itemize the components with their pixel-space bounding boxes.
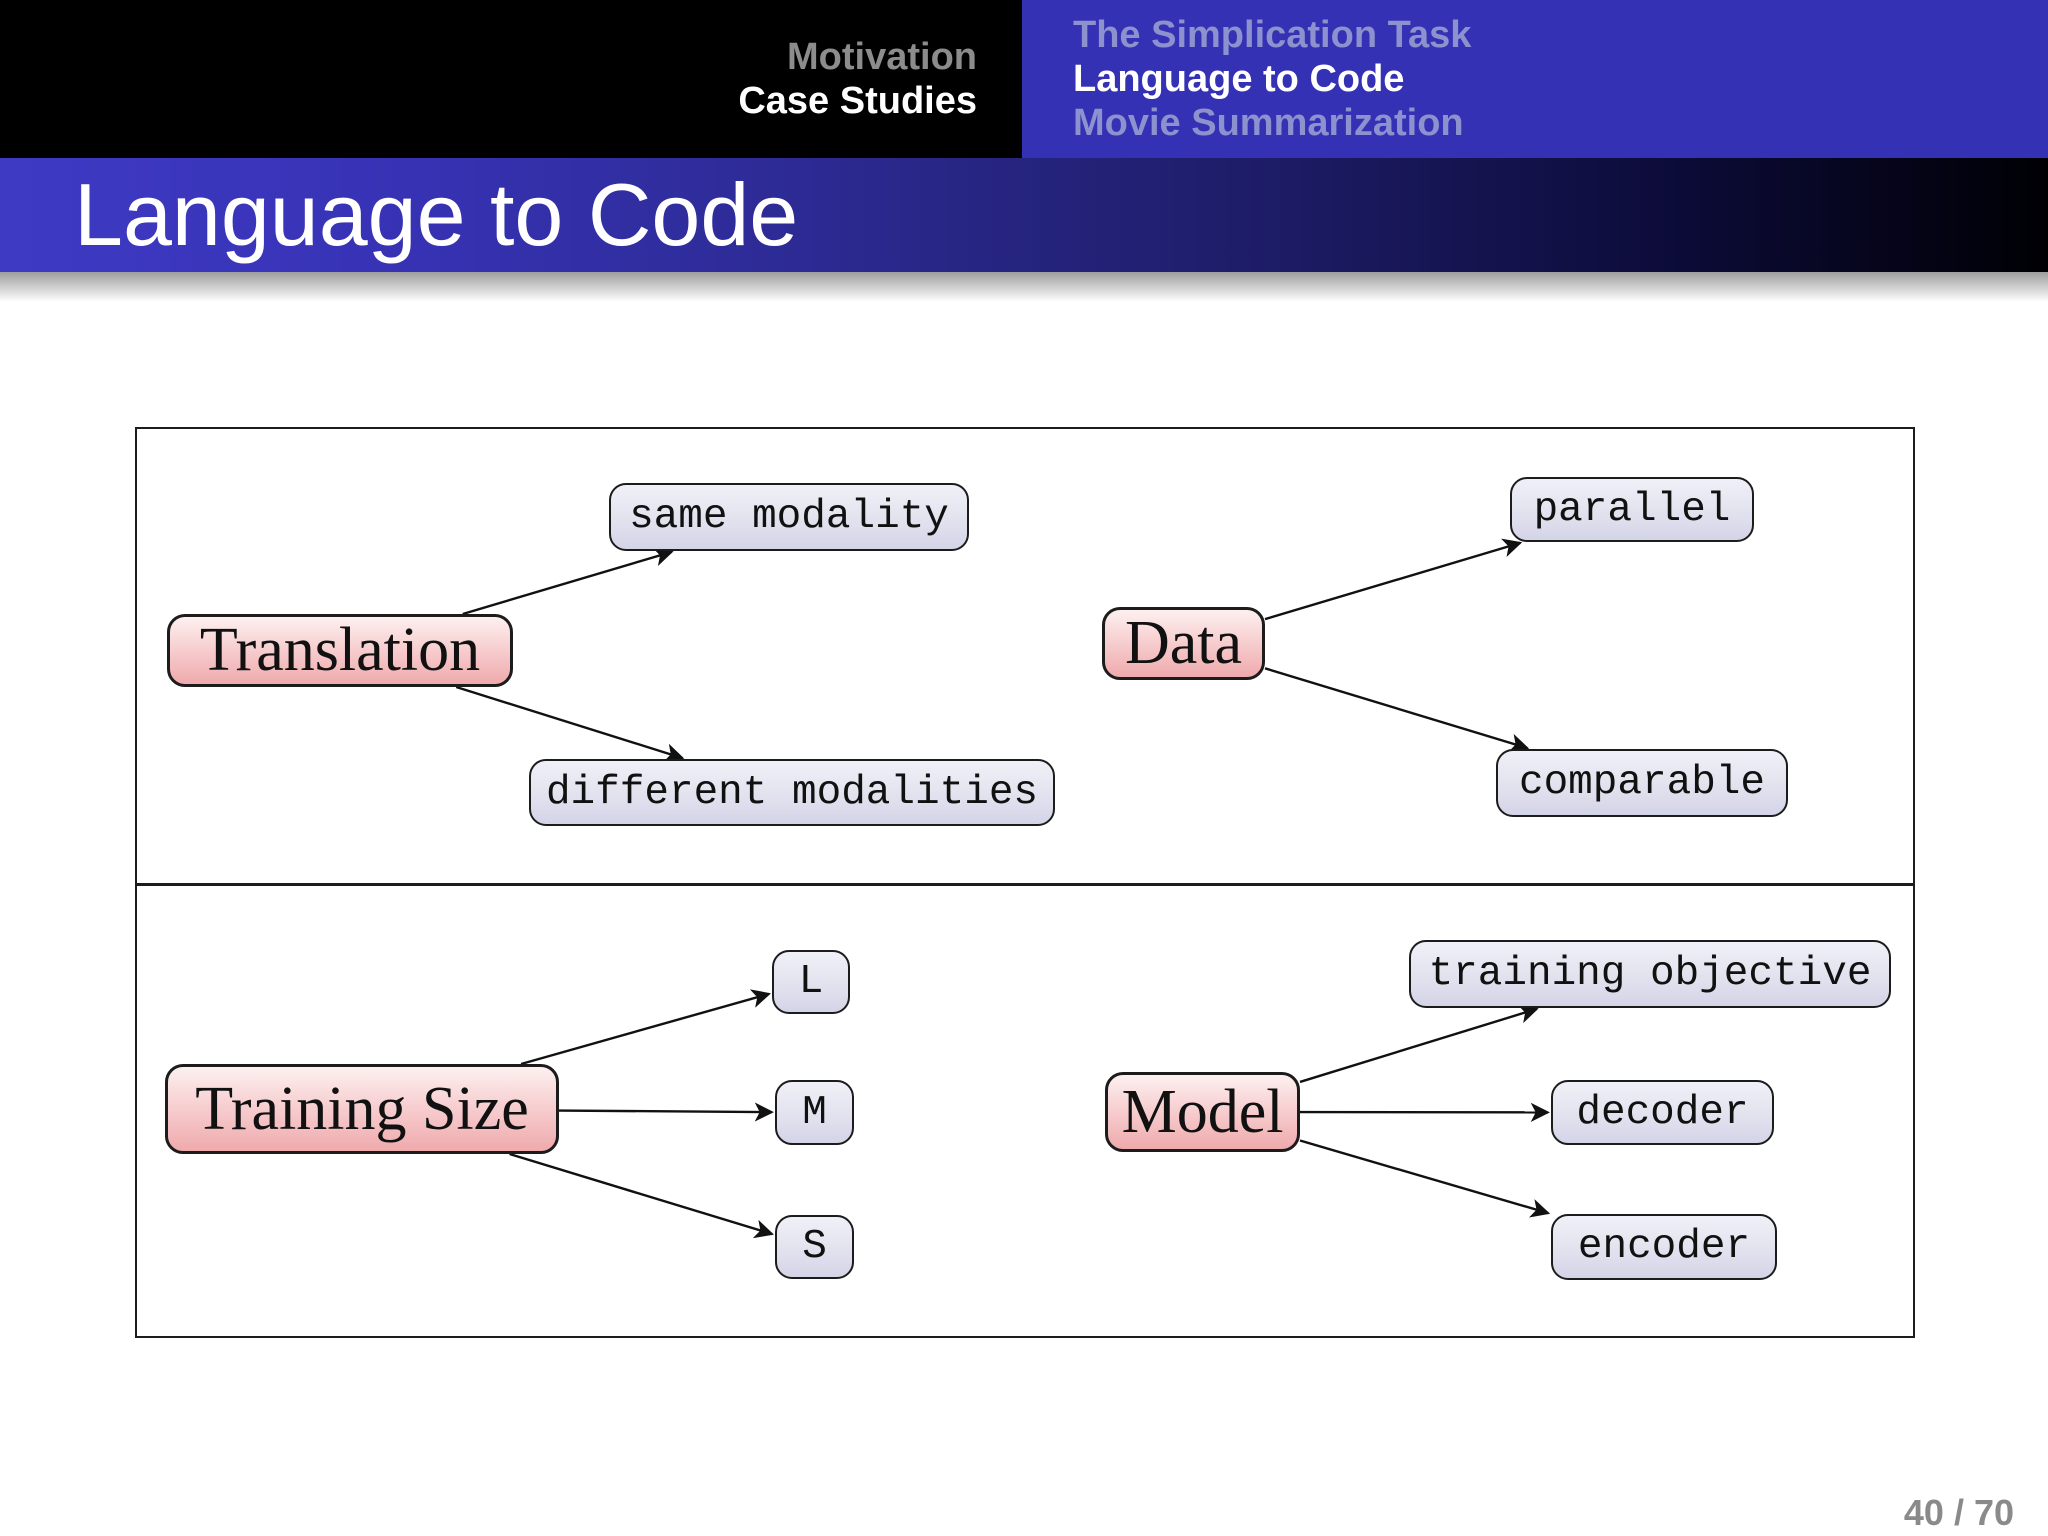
diagram-node-size_l: L bbox=[772, 950, 850, 1014]
diagram-node-data: Data bbox=[1102, 607, 1265, 680]
diagram-node-decoder: decoder bbox=[1551, 1080, 1774, 1145]
diagram-node-comparable: comparable bbox=[1496, 749, 1788, 817]
diagram-node-parallel: parallel bbox=[1510, 477, 1754, 542]
nav-item-left-0[interactable]: Motivation bbox=[787, 36, 977, 78]
panel-divider bbox=[137, 883, 1913, 886]
page-title: Language to Code bbox=[74, 165, 799, 264]
diagram-node-model: Model bbox=[1105, 1072, 1300, 1152]
edge-data-to-parallel bbox=[1264, 538, 1523, 621]
edge-data-to-comparable bbox=[1264, 667, 1530, 753]
diagram-node-training_objective: training objective bbox=[1409, 940, 1891, 1008]
title-bar: Language to Code bbox=[0, 158, 2048, 272]
edge-translation-to-different_modalities bbox=[455, 685, 685, 763]
edge-model-to-training_objective bbox=[1299, 1004, 1539, 1084]
nav-item-right-2[interactable]: Movie Summarization bbox=[1073, 102, 1464, 144]
diagram-node-same_modality: same modality bbox=[609, 483, 969, 551]
edge-training_size-to-size_s bbox=[509, 1152, 774, 1239]
edge-translation-to-same_modality bbox=[462, 547, 674, 616]
edge-training_size-to-size_l bbox=[520, 989, 771, 1066]
diagram-node-training_size: Training Size bbox=[165, 1064, 559, 1154]
nav-item-left-1[interactable]: Case Studies bbox=[738, 80, 977, 122]
diagram-node-different_modalities: different modalities bbox=[529, 759, 1055, 826]
nav-item-right-0[interactable]: The Simplication Task bbox=[1073, 14, 1472, 56]
title-bar-shadow bbox=[0, 272, 2048, 302]
diagram-node-size_m: M bbox=[775, 1080, 854, 1145]
diagram-panel: Translation same modality different modali… bbox=[135, 427, 1915, 1338]
diagram-node-translation: Translation bbox=[167, 614, 513, 687]
page-number: 40 / 70 bbox=[1903, 1492, 2014, 1533]
diagram-node-size_s: S bbox=[775, 1215, 854, 1279]
diagram-node-encoder: encoder bbox=[1551, 1214, 1777, 1280]
diagram-edges bbox=[455, 538, 1551, 1239]
nav-item-right-1[interactable]: Language to Code bbox=[1073, 58, 1405, 100]
edge-model-to-encoder bbox=[1299, 1139, 1551, 1218]
edge-training_size-to-size_m bbox=[558, 1102, 774, 1122]
